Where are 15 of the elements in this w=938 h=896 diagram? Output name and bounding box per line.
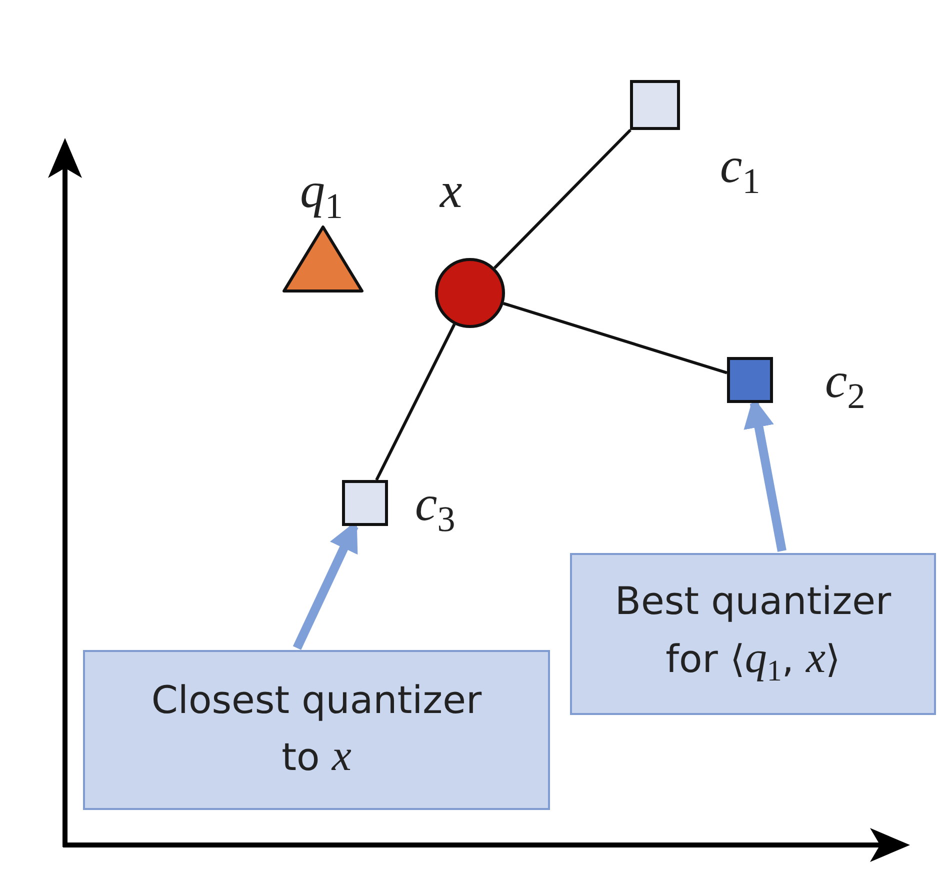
point-label: x xyxy=(440,165,462,215)
point-label: c$_{1}$ xyxy=(720,140,760,199)
square-marker xyxy=(342,480,388,526)
point-label: c$_{2}$ xyxy=(825,355,866,414)
callout-box: Best quantizer for ⟨q$_{1}$, x⟩ xyxy=(570,553,936,715)
triangle-marker xyxy=(282,225,364,293)
point-label: q$_{1}$ xyxy=(300,165,343,224)
callout-box: Closest quantizer to x xyxy=(83,650,550,810)
connector-line xyxy=(493,128,632,270)
point-marker xyxy=(435,258,505,328)
square-marker xyxy=(727,357,773,403)
connector-line xyxy=(502,302,728,374)
connector-line xyxy=(375,324,456,481)
point-label: c$_{3}$ xyxy=(415,478,456,537)
square-marker xyxy=(630,80,680,130)
